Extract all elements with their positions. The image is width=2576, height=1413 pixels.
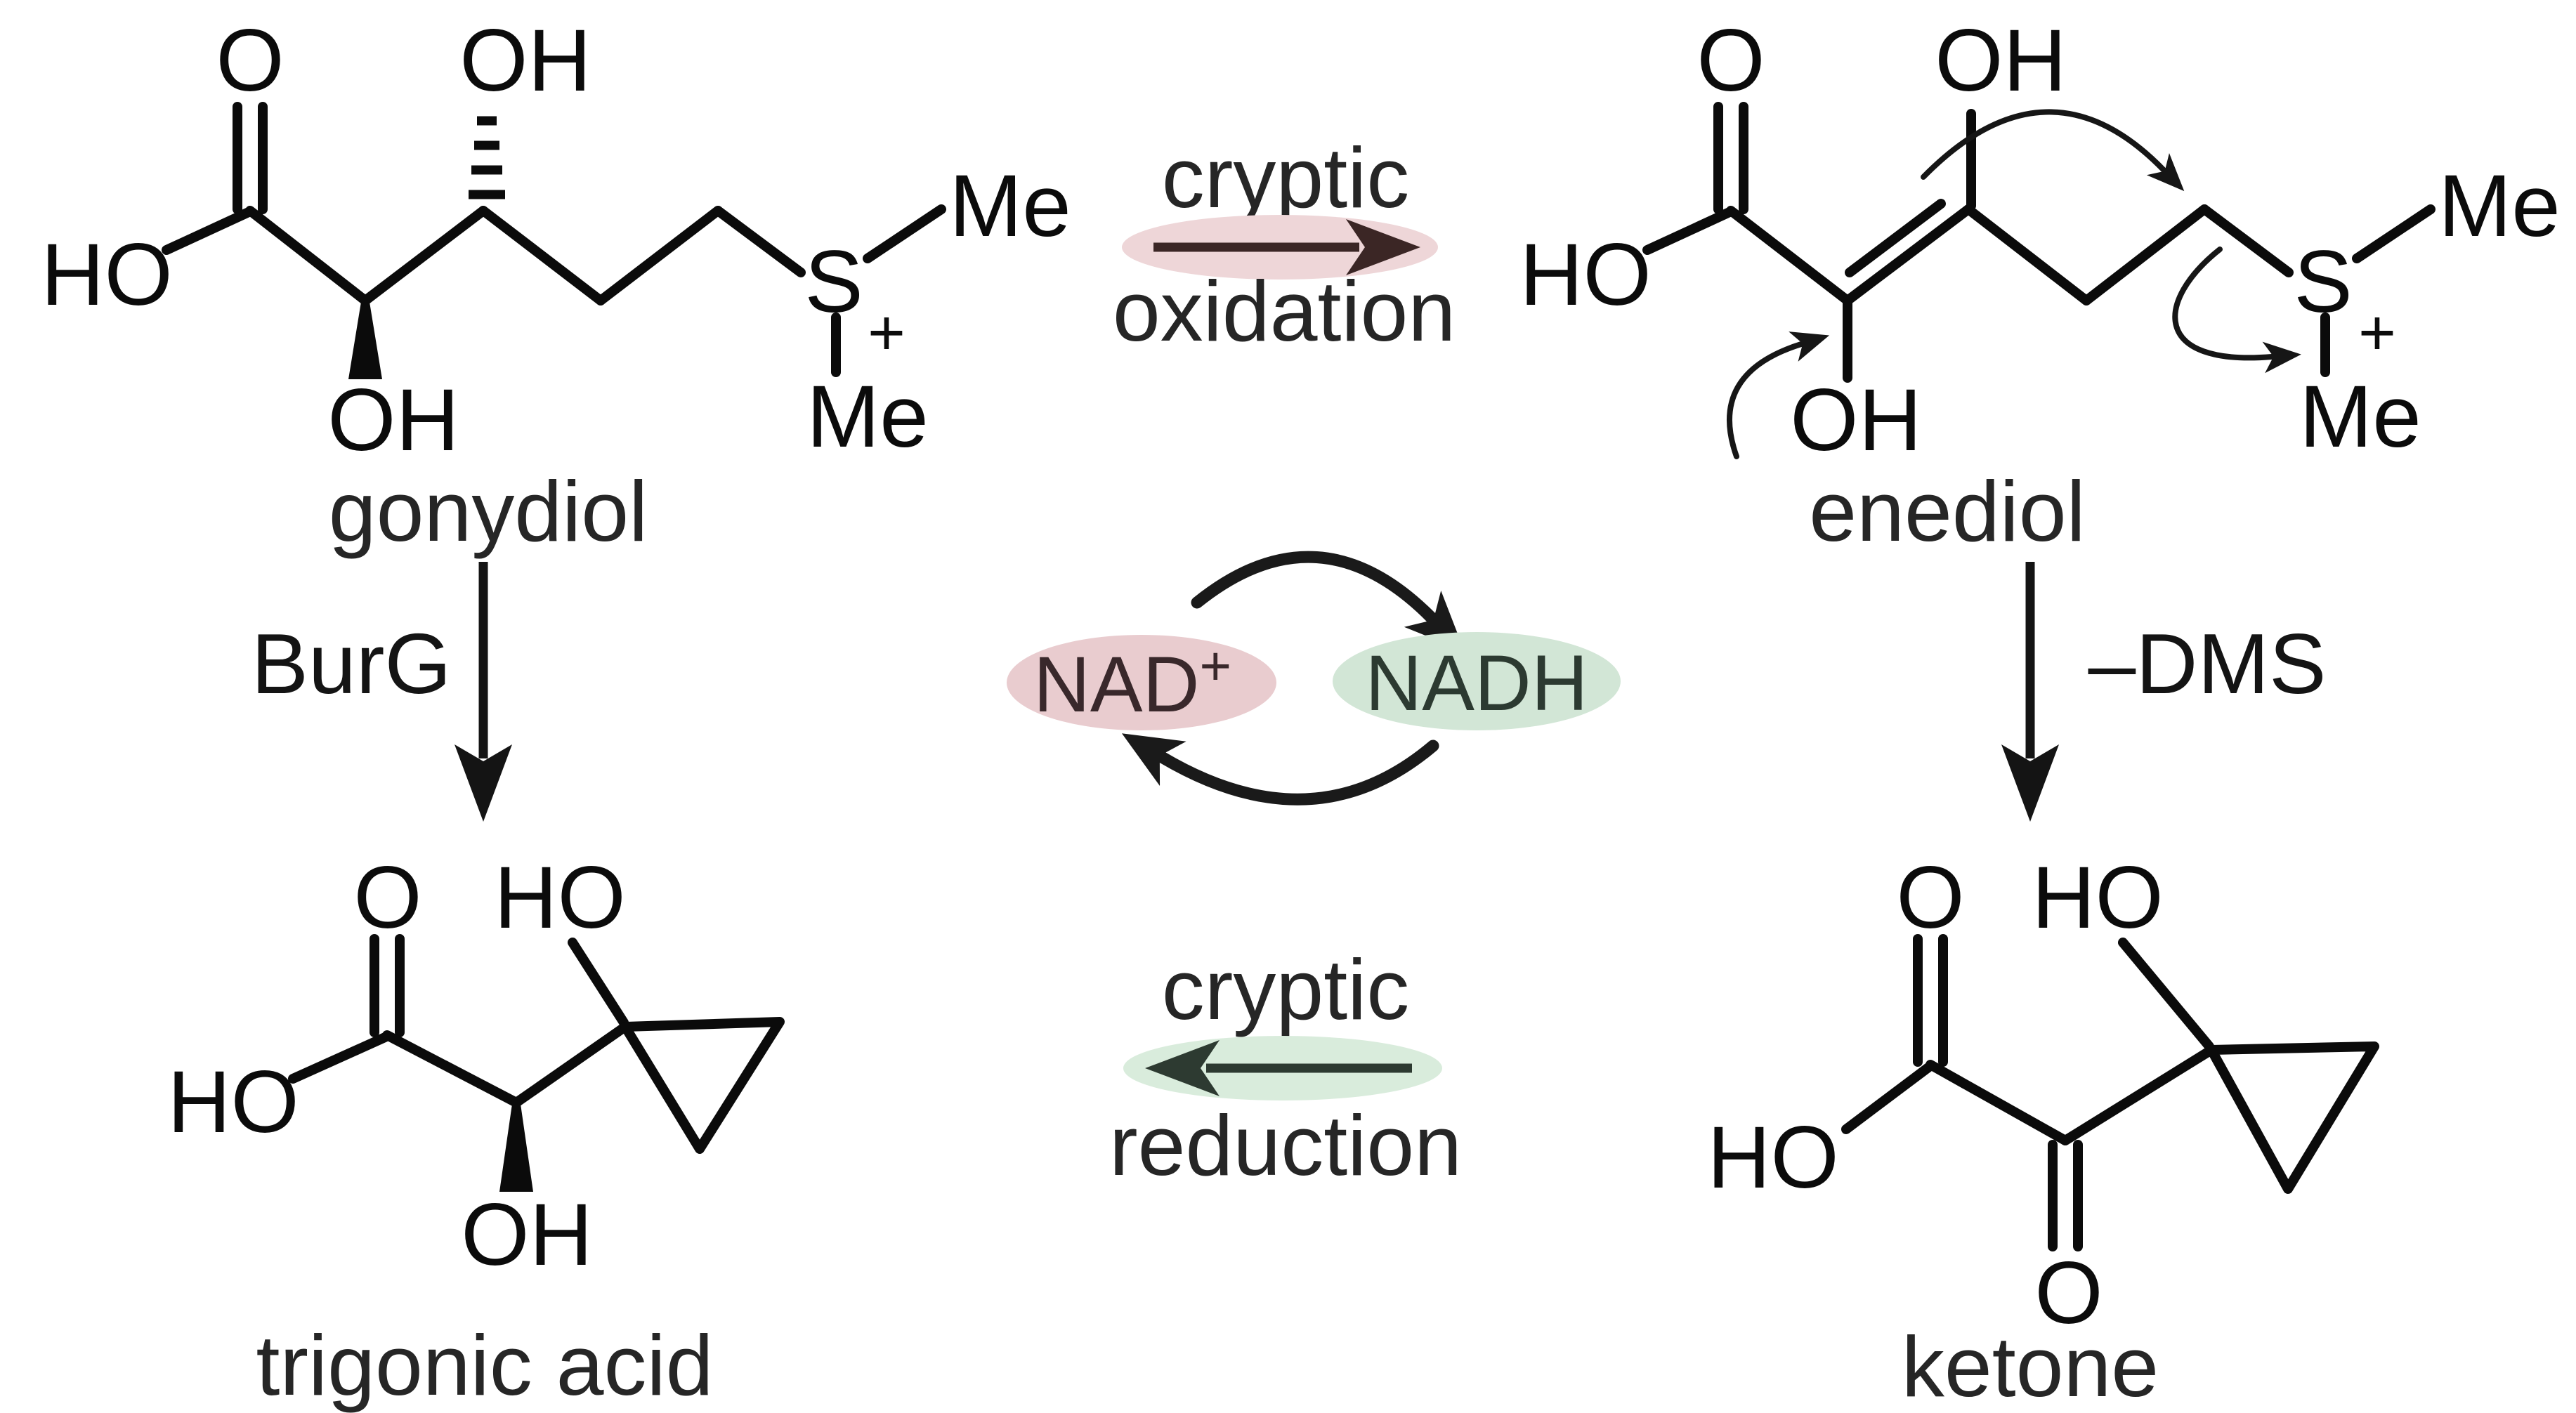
cyclopropane-ring xyxy=(620,1017,785,1154)
molecule-name: gonydiol xyxy=(329,464,648,559)
acid-ho-bond xyxy=(1642,207,1734,255)
ring-oh-bond xyxy=(568,938,629,1027)
ketone-structure: O HO HO O ketone xyxy=(1707,849,2379,1413)
reduction-label-line2: reduction xyxy=(1109,1098,1462,1193)
oxidation-label-line1: cryptic xyxy=(1162,130,1409,225)
top-oh-label: OH xyxy=(1935,12,2067,110)
me-top-label: Me xyxy=(2438,157,2561,255)
c1-c2-bond xyxy=(245,206,370,305)
s-me-top-bond xyxy=(863,204,946,263)
c1-c2-bond xyxy=(1926,1060,2070,1145)
enediol-structure: O OH HO OH S + Me Me enediol xyxy=(1519,12,2561,559)
bottom-oh-label: OH xyxy=(327,372,459,469)
c2-c3-bond xyxy=(360,206,488,305)
gonydiol-structure: O OH HO OH S + Me Me gonydiol xyxy=(41,12,1071,559)
carbonyl-o-label: O xyxy=(216,12,284,110)
s-me-top-bond xyxy=(2352,204,2436,263)
c2-c3-double-bond-main xyxy=(1843,204,1973,305)
mechanism-arrow-enol-to-s xyxy=(1921,109,2185,192)
burg-step: BurG xyxy=(251,562,512,822)
nad-highlight-ellipse xyxy=(1007,635,1276,730)
sulfonium-charge: + xyxy=(2358,297,2396,369)
nad-label: NAD+ xyxy=(1033,635,1231,728)
molecule-name: ketone xyxy=(1902,1319,2159,1413)
c5-s-bond xyxy=(2199,204,2294,277)
cryptic-reduction-step: cryptic reduction xyxy=(1109,942,1462,1193)
c5-s-bond xyxy=(713,206,806,277)
dms-step: –DMS xyxy=(2001,562,2326,822)
top-ho-label: HO xyxy=(494,849,626,947)
bottom-oh-label: OH xyxy=(1790,372,1922,469)
oxidation-label-line2: oxidation xyxy=(1113,263,1456,359)
cycle-arrow-top xyxy=(1191,551,1465,652)
cyclopropane-ring xyxy=(2206,1041,2379,1194)
c4-c5-bond xyxy=(596,206,723,305)
burg-arrow-head-icon xyxy=(455,744,512,822)
carbonyl-o-label: O xyxy=(1896,849,1964,947)
me-top-label: Me xyxy=(949,157,1071,255)
reduction-arrow-head-icon xyxy=(1145,1040,1220,1096)
acid-ho-label: HO xyxy=(1707,1109,1839,1207)
bottom-oh-label: OH xyxy=(461,1186,593,1284)
cycle-arrow-bottom xyxy=(1121,733,1439,806)
burg-label: BurG xyxy=(251,616,452,711)
acid-ho-label: HO xyxy=(1519,226,1652,324)
sulfur-label: S xyxy=(2294,233,2352,331)
ketone-o-label: O xyxy=(2034,1244,2103,1342)
wedge-bond xyxy=(348,302,382,379)
c2-ring-bond xyxy=(2060,1045,2216,1145)
molecule-name: trigonic acid xyxy=(256,1317,714,1413)
cryptic-oxidation-step: cryptic oxidation xyxy=(1113,130,1456,359)
wedge-bond xyxy=(499,1104,533,1192)
acid-ho-label: HO xyxy=(41,226,173,324)
nadh-highlight-ellipse xyxy=(1333,632,1621,730)
oxidation-arrow-head-icon xyxy=(1346,219,1420,275)
ring-oh-bond xyxy=(2118,938,2214,1051)
c3-c4-bond xyxy=(1963,204,2091,305)
me-bottom-label: Me xyxy=(2299,368,2421,466)
c3-c4-bond xyxy=(478,206,606,305)
c2-ring-bond xyxy=(511,1022,630,1108)
acid-ho-bond xyxy=(288,1032,390,1084)
dms-arrow-head-icon xyxy=(2001,744,2059,822)
reduction-label-line1: cryptic xyxy=(1162,942,1409,1037)
trigonic-acid-structure: O HO HO OH trigonic acid xyxy=(167,849,785,1413)
me-bottom-label: Me xyxy=(806,368,929,466)
carbonyl-o-label: O xyxy=(1696,12,1765,110)
mechanism-arrow-s-leaving xyxy=(2172,247,2301,374)
c4-c5-bond xyxy=(2081,204,2209,305)
top-oh-label: OH xyxy=(459,12,591,110)
acid-ho-label: HO xyxy=(167,1053,299,1151)
top-ho-label: HO xyxy=(2032,849,2164,947)
hashed-bond xyxy=(469,116,505,199)
cofactor-cycle: NAD+ NADH xyxy=(1007,551,1621,806)
c2-c3-double-bond-inner xyxy=(1845,199,1946,277)
dms-label: –DMS xyxy=(2088,616,2327,711)
mechanism-arrow-oh xyxy=(1727,331,1830,459)
carbonyl-o-label: O xyxy=(353,849,421,947)
acid-ho-bond xyxy=(162,207,254,255)
acid-ho-bond xyxy=(1841,1063,1933,1134)
sulfonium-charge: + xyxy=(868,297,905,369)
nadh-label: NADH xyxy=(1365,639,1588,727)
c1-c2-bond xyxy=(1726,206,1852,305)
molecule-name: enediol xyxy=(1809,464,2085,559)
c1-c2-bond xyxy=(382,1030,521,1108)
sulfur-label: S xyxy=(804,233,863,331)
